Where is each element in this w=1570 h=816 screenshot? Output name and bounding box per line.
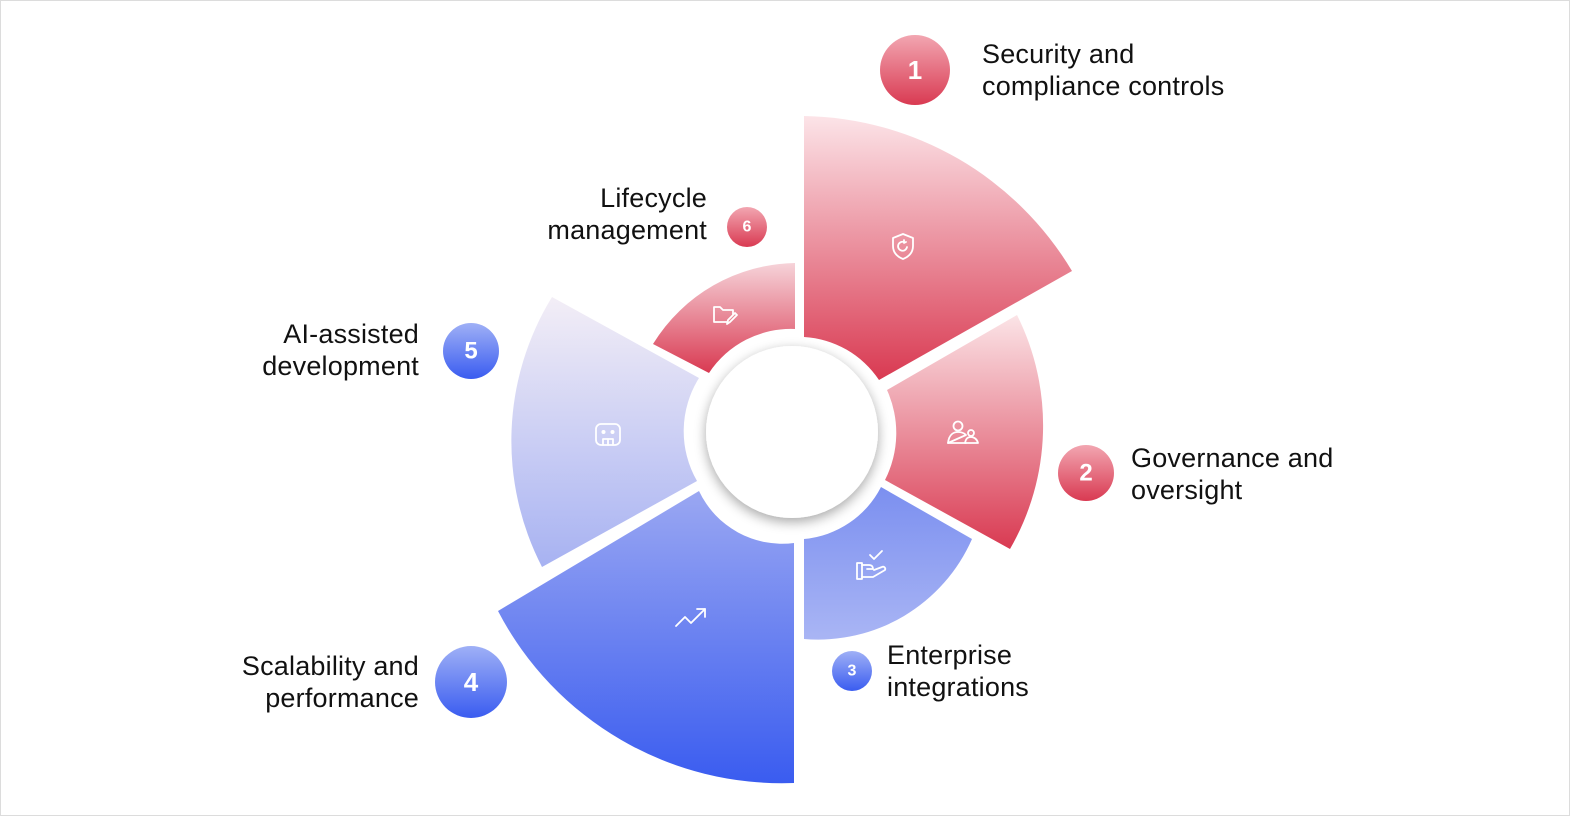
robot-icon (595, 423, 621, 446)
segment-1-wedge[interactable] (804, 116, 1072, 380)
segment-6-label: Lifecycle management (547, 182, 707, 246)
segment-1-label-line-2: compliance controls (982, 71, 1225, 101)
segment-3-label-line-1: Enterprise (887, 640, 1013, 670)
shield-icon (892, 233, 914, 260)
center-hub (706, 346, 878, 518)
trend-up-icon (675, 608, 706, 627)
svg-text:1: 1 (908, 55, 922, 85)
segment-2-label: Governance and oversight (1131, 442, 1333, 506)
segment-4-label-line-1: Scalability and (241, 651, 419, 681)
segment-5-label: AI-assisted development (262, 318, 419, 382)
segment-2-label-line-1: Governance and (1131, 443, 1334, 473)
svg-text:2: 2 (1079, 460, 1092, 487)
svg-text:4: 4 (464, 667, 479, 697)
segment-6-wedge[interactable] (653, 263, 795, 373)
segment-4-wedge[interactable] (498, 491, 794, 784)
folder-edit-icon (713, 306, 738, 325)
badge-5: 5 (443, 323, 499, 379)
segment-3-wedge[interactable] (804, 487, 972, 640)
svg-text:5: 5 (464, 338, 477, 365)
svg-text:6: 6 (743, 219, 752, 236)
segment-1-label: Security and compliance controls (982, 38, 1224, 102)
badge-3: 3 (832, 651, 872, 691)
segment-6-label-line-1: Lifecycle (600, 183, 707, 213)
segment-6-label-line-2: management (547, 215, 707, 245)
badge-6: 6 (727, 207, 767, 247)
segment-4-label: Scalability and performance (242, 650, 419, 714)
segment-5-label-line-1: AI-assisted (283, 319, 419, 349)
svg-text:3: 3 (848, 663, 857, 680)
badge-4: 4 (435, 646, 507, 718)
segment-3-label-line-2: integrations (887, 672, 1029, 702)
badge-2: 2 (1058, 445, 1114, 501)
segment-2-label-line-2: oversight (1131, 475, 1243, 505)
badge-1: 1 (880, 35, 950, 105)
segment-5-label-line-2: development (262, 351, 419, 381)
people-icon (947, 420, 979, 444)
hand-check-icon (856, 550, 887, 580)
segment-2-wedge[interactable] (885, 315, 1044, 549)
segment-3-label: Enterprise integrations (887, 639, 1029, 703)
segment-4-label-line-2: performance (265, 683, 419, 713)
segment-1-label-line-1: Security and (982, 39, 1135, 69)
